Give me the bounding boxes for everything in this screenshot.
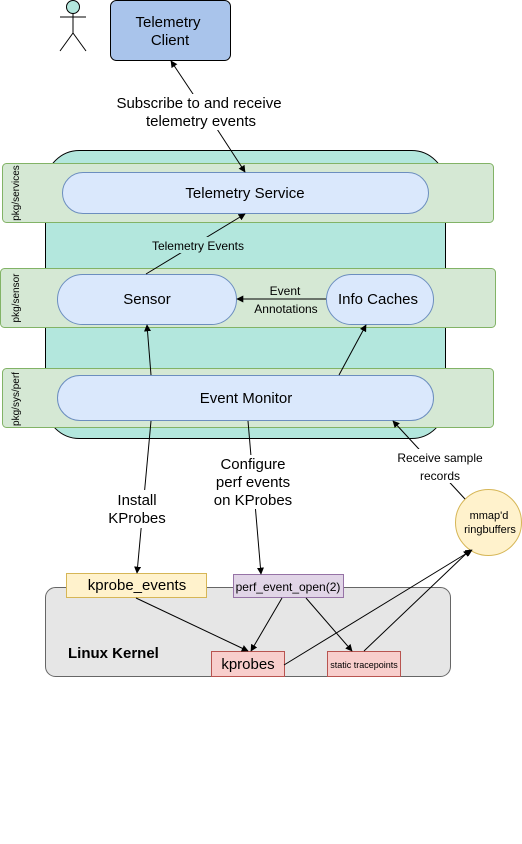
svg-text:Configure: Configure	[220, 456, 285, 473]
svg-text:telemetry events: telemetry events	[146, 113, 256, 130]
edge-label-configure: Configure perf events on KProbes	[212, 455, 294, 509]
stick-figure-person-icon	[59, 0, 87, 52]
kprobe-events-label: kprobe_events	[88, 577, 186, 594]
svg-text:Telemetry Events: Telemetry Events	[152, 239, 244, 253]
edge-kprobe-events-to-kprobes	[135, 597, 249, 652]
edge-service-to-client	[216, 128, 246, 173]
perf-event-open-node[interactable]: perf_event_open(2)	[233, 574, 344, 598]
edge-label-receive: Receive sample records	[396, 449, 484, 483]
kprobe-events-node[interactable]: kprobe_events	[66, 573, 207, 598]
svg-text:KProbes: KProbes	[108, 510, 166, 527]
kprobes-node[interactable]: kprobes	[211, 651, 285, 677]
lane-label-perf: pkg/sys/perf	[11, 372, 22, 426]
sensor-node[interactable]: Sensor	[57, 274, 237, 325]
svg-text:Event: Event	[270, 284, 301, 298]
linux-kernel-label: Linux Kernel	[68, 645, 159, 662]
edges	[134, 60, 473, 666]
perf-event-open-label: perf_event_open(2)	[236, 580, 341, 594]
svg-text:Install: Install	[117, 492, 156, 509]
kprobes-label: kprobes	[221, 656, 274, 673]
telemetry-client-label-line1: Telemetry	[135, 14, 201, 31]
event-monitor-label: Event Monitor	[200, 390, 293, 407]
telemetry-service-node[interactable]: Telemetry Service	[62, 172, 429, 214]
static-tracepoints-label: static tracepoints	[330, 660, 398, 670]
event-monitor-node[interactable]: Event Monitor	[57, 375, 434, 421]
edge-monitor-to-caches	[338, 324, 367, 376]
telemetry-client-label-line2: Client	[151, 32, 190, 49]
edge-kprobes-to-ring	[283, 549, 473, 666]
static-tracepoints-node[interactable]: static tracepoints	[327, 651, 401, 677]
edge-label-install: Install KProbes	[106, 490, 168, 528]
svg-text:Subscribe to and receive: Subscribe to and receive	[116, 95, 281, 112]
lane-label-sensor: pkg/sensor	[11, 273, 22, 323]
svg-text:on KProbes: on KProbes	[214, 492, 292, 509]
ringbuffers-label-line1: mmap'd	[470, 510, 509, 522]
edge-perf-to-tracepoints	[305, 597, 353, 652]
edge-label-event-annotations: Event Annotations	[254, 284, 317, 316]
edge-tracepoints-to-ring	[363, 549, 471, 652]
svg-text:Annotations: Annotations	[254, 302, 317, 316]
telemetry-service-label: Telemetry Service	[185, 185, 304, 202]
edge-service-to-client-upper	[170, 60, 196, 98]
info-caches-node[interactable]: Info Caches	[326, 274, 434, 325]
svg-text:perf events: perf events	[216, 474, 290, 491]
sensor-label: Sensor	[123, 291, 171, 308]
telemetry-client-node[interactable]: Telemetry Client	[110, 0, 231, 61]
lane-label-services: pkg/services	[11, 165, 22, 221]
svg-text:Receive sample: Receive sample	[397, 451, 483, 465]
info-caches-label: Info Caches	[338, 291, 418, 308]
edge-monitor-to-sensor	[144, 324, 152, 376]
edge-perf-to-kprobes	[250, 597, 283, 652]
svg-text:records: records	[420, 469, 460, 483]
ringbuffers-node[interactable]: mmap'd ringbuffers	[455, 489, 522, 556]
edge-label-telemetry-events: Telemetry Events	[150, 237, 246, 253]
edge-label-subscribe: Subscribe to and receive telemetry event…	[112, 94, 286, 130]
ringbuffers-label-line2: ringbuffers	[464, 524, 516, 536]
